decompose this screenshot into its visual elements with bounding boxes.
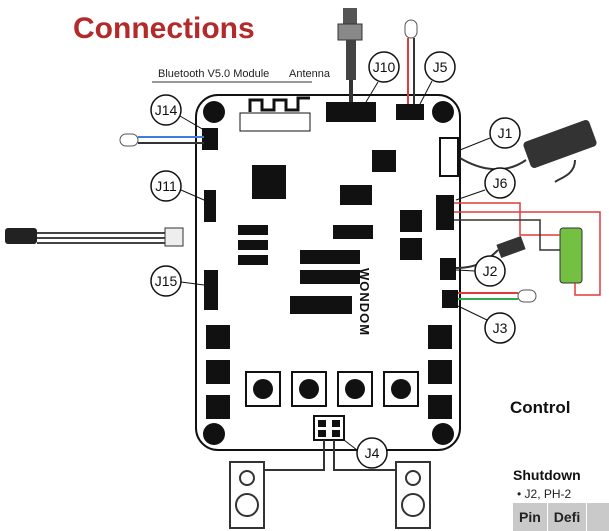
antenna-trace — [248, 96, 310, 112]
shutdown-heading: Shutdown — [513, 467, 581, 483]
label-j15: J15 — [150, 265, 205, 297]
led-j14 — [119, 133, 204, 147]
label-j14: J14 — [150, 94, 205, 131]
mount-hole-bottom-right — [432, 423, 454, 445]
mount-hole-top-left — [203, 101, 225, 123]
led-j3 — [458, 289, 537, 303]
antenna-label: Antenna — [289, 68, 331, 80]
control-heading: Control — [510, 398, 571, 417]
inductor-3 — [337, 371, 373, 407]
speaker-right — [395, 461, 431, 529]
mcu-chip — [252, 165, 286, 199]
table-header-pin: Pin — [513, 503, 548, 531]
svg-text:J5: J5 — [433, 59, 448, 75]
j1-header — [439, 137, 459, 177]
j11-header — [204, 190, 216, 222]
svg-text:J11: J11 — [155, 178, 177, 194]
mount-hole-top-right — [432, 101, 454, 123]
label-j10: J10 — [365, 51, 400, 103]
shutdown-note: • J2, PH-2 — [517, 487, 572, 501]
pin-table-header: Pin Defi — [513, 503, 609, 531]
svg-text:J4: J4 — [365, 445, 380, 461]
j15-header — [204, 270, 218, 310]
inductor-4 — [383, 371, 419, 407]
led-j5 — [404, 19, 418, 104]
speaker-left — [229, 461, 265, 529]
mount-hole-bottom-left — [203, 423, 225, 445]
potentiometer — [337, 8, 363, 102]
j14-header — [202, 128, 218, 150]
power-adapter — [459, 120, 597, 183]
label-j3: J3 — [457, 305, 516, 344]
j10-header — [326, 102, 376, 122]
brand-label: WONDOM — [357, 268, 372, 336]
label-j1: J1 — [459, 117, 521, 151]
bluetooth-module-label: Bluetooth V5.0 Module — [158, 68, 269, 80]
j5-header — [396, 104, 424, 120]
svg-text:J10: J10 — [373, 59, 396, 75]
label-j4: J4 — [343, 437, 388, 469]
j3-header — [442, 290, 458, 308]
j2-header — [440, 258, 456, 280]
inductor-2 — [291, 371, 327, 407]
svg-text:J3: J3 — [493, 320, 508, 336]
svg-text:J15: J15 — [155, 273, 178, 289]
svg-text:J2: J2 — [483, 263, 498, 279]
label-j2: J2 — [455, 255, 506, 287]
table-header-definition: Defi — [548, 503, 588, 531]
label-j5: J5 — [419, 51, 456, 105]
svg-text:J1: J1 — [498, 125, 513, 141]
label-j6: J6 — [455, 167, 516, 201]
dsp-chip — [290, 296, 352, 314]
battery — [454, 202, 601, 296]
inductor-1 — [245, 371, 281, 407]
j6-header — [436, 195, 454, 230]
cable-j15 — [5, 227, 184, 247]
label-j11: J11 — [150, 170, 205, 202]
page-title: Connections — [73, 12, 255, 45]
svg-text:J6: J6 — [493, 175, 508, 191]
svg-text:J14: J14 — [155, 102, 178, 118]
